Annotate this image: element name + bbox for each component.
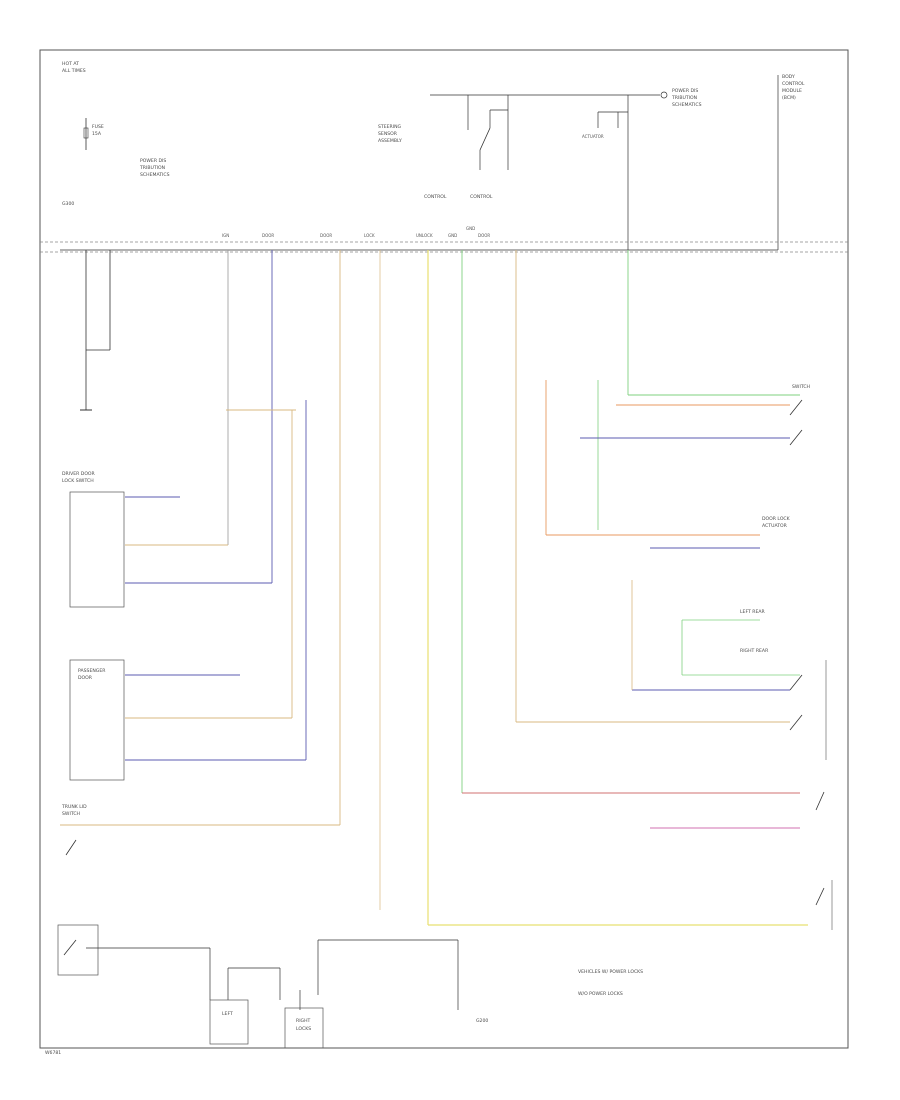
right-switch-6 (815, 887, 825, 906)
trunk-box (57, 924, 99, 976)
label-fuse: FUSE (92, 124, 104, 130)
label-right-4: ACTUATOR (762, 523, 788, 529)
label-all-times: ALL TIMES (62, 68, 86, 74)
label-top-right-3: SCHEMATICS (672, 102, 702, 108)
passenger-switch-box (69, 659, 125, 781)
label-far-right-4: (BCM) (782, 95, 796, 101)
label-bottom-1: LEFT (222, 1011, 233, 1017)
connector-2: DOOR (262, 233, 274, 238)
diagram-border (39, 49, 849, 1049)
label-fuse-note-1: POWER DIS (140, 158, 166, 164)
label-fuse-amp: 15A (92, 131, 102, 137)
connector-4: LOCK (364, 233, 375, 238)
label-module-left-3: PASSENGER (78, 668, 106, 674)
label-top-right-2: TRIBUTION (671, 95, 697, 101)
driver-switch-box (69, 491, 125, 608)
right-switch-2 (789, 429, 803, 446)
label-ctrl-a: CONTROL (424, 194, 447, 200)
label-right-relay: ACTUATOR (582, 134, 604, 139)
trunk-switch (65, 839, 77, 856)
top-bus-terminal (660, 91, 668, 99)
label-ground-left: G300 (62, 201, 74, 207)
label-hot-at: HOT AT (62, 61, 79, 67)
label-relay-1: STEERING (378, 124, 402, 130)
right-switch-3 (789, 674, 803, 691)
label-module-left-1: DRIVER DOOR (62, 471, 96, 477)
label-relay-3: ASSEMBLY (378, 138, 402, 144)
connector-1: IGN (222, 233, 229, 238)
right-lock-actuator (284, 1007, 324, 1049)
connector-7: GND (466, 226, 475, 231)
label-right-5: LEFT REAR (740, 609, 766, 615)
connector-3: DOOR (320, 233, 332, 238)
label-bottom-3: LOCKS (296, 1026, 311, 1032)
left-lock-actuator (209, 999, 249, 1045)
connector-5: UNLOCK (416, 233, 433, 238)
label-right-6: RIGHT REAR (740, 648, 769, 654)
connector-6: GND (448, 233, 457, 238)
label-ctrl-b: CONTROL (470, 194, 493, 200)
label-right-3: DOOR LOCK (762, 516, 791, 522)
label-far-right-3: MODULE (782, 88, 802, 94)
connector-8: DOOR (478, 233, 490, 238)
label-fuse-note-2: TRIBUTION (139, 165, 165, 171)
label-far-right-1: BODY (782, 74, 795, 80)
label-module-left-2: LOCK SWITCH (62, 478, 94, 484)
footer-code: W6781 (45, 1050, 61, 1056)
right-switch-1 (789, 399, 803, 416)
legend-2: W/O POWER LOCKS (578, 991, 623, 997)
fuse-symbol (83, 127, 89, 139)
label-top-right-1: POWER DIS (672, 88, 698, 94)
label-ground-bottom: G200 (476, 1018, 488, 1024)
relay-switch-1 (479, 127, 491, 151)
trunk-switch-2 (63, 939, 77, 956)
label-bottom-2: RIGHT (296, 1018, 311, 1024)
label-trunk-1: TRUNK LID (61, 804, 87, 810)
right-switch-4 (789, 714, 803, 731)
legend-1: VEHICLES W/ POWER LOCKS (578, 969, 643, 975)
label-trunk-2: SWITCH (62, 811, 80, 817)
label-module-left-4: DOOR (78, 675, 93, 681)
right-switch-5 (815, 791, 825, 811)
label-right-1: SWITCH (792, 384, 810, 390)
label-fuse-note-3: SCHEMATICS (140, 172, 170, 178)
label-relay-2: SENSOR (378, 131, 398, 137)
label-far-right-2: CONTROL (782, 81, 805, 87)
